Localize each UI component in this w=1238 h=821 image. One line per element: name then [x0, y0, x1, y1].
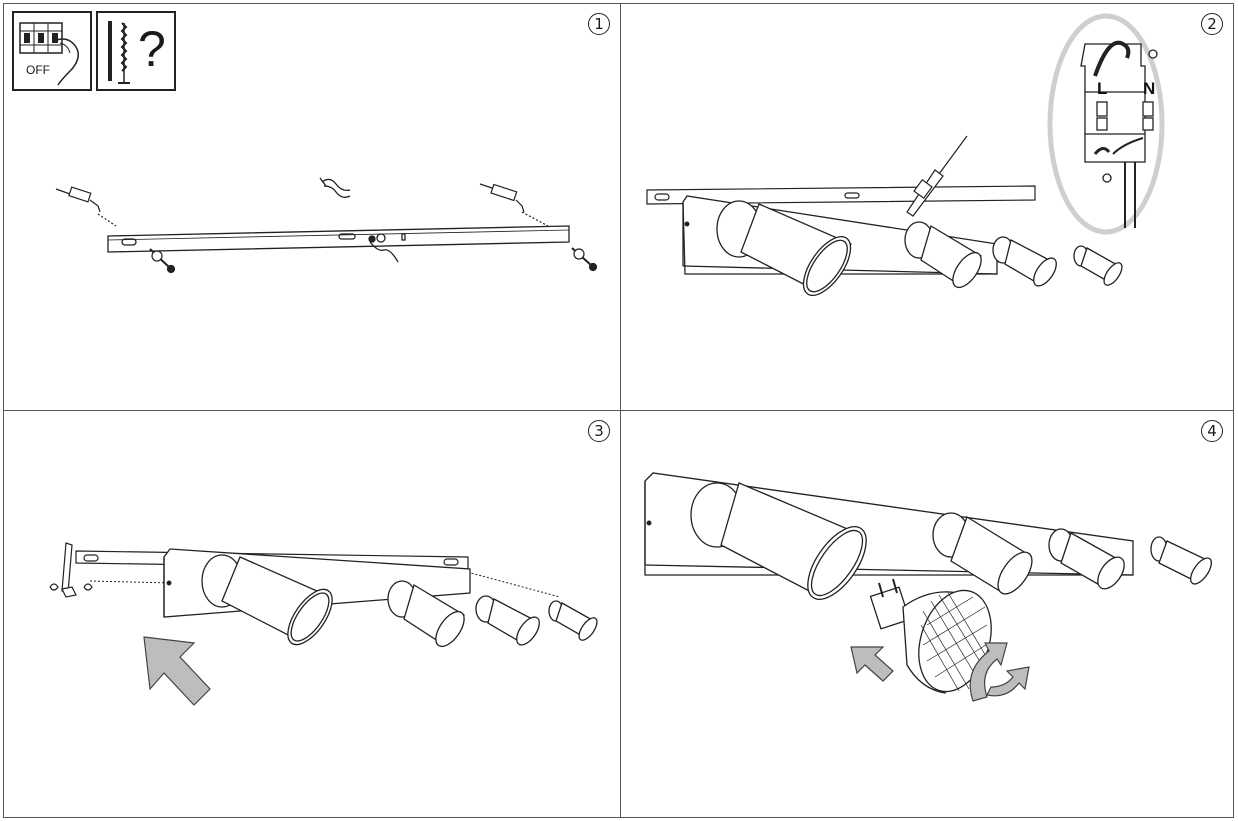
- mounting-bracket: [646, 185, 1036, 205]
- spotlight-3: [475, 595, 540, 646]
- live-label: L: [1097, 79, 1107, 98]
- rotate-direction-arrow: [969, 642, 1030, 702]
- mounting-bracket: [107, 225, 570, 263]
- step-3-panel: 3: [4, 411, 621, 817]
- step-2-drawing: L N: [646, 13, 1165, 296]
- step-number: 1: [588, 13, 610, 35]
- neutral-label: N: [1143, 79, 1155, 98]
- guide-line: [89, 580, 173, 584]
- instruction-sheet: 1 OFF ?: [3, 3, 1234, 818]
- spotlight-1: [201, 554, 333, 646]
- step-number: 2: [1201, 13, 1223, 35]
- power-off-icon: OFF: [12, 11, 92, 91]
- step-1-drawing: [55, 177, 598, 274]
- spotlight-4: [548, 600, 598, 641]
- step-2-panel: 2: [621, 4, 1233, 411]
- step-number: 4: [1201, 420, 1223, 442]
- spotlight-4: [1150, 536, 1212, 585]
- spotlight-2: [932, 512, 1033, 595]
- spotlight-3: [992, 236, 1057, 287]
- allen-key: [49, 542, 93, 598]
- spotlight-3: [1048, 528, 1125, 590]
- push-direction-arrow: [143, 636, 211, 706]
- spotlight-4: [1073, 245, 1123, 286]
- step-4-drawing: [644, 472, 1212, 702]
- spotlight-2: [387, 580, 465, 648]
- step-4-panel: 4: [621, 411, 1233, 817]
- insert-direction-arrow: [850, 646, 894, 682]
- terminal-block: [1080, 40, 1158, 228]
- left-screw: [55, 186, 176, 274]
- right-screw: [479, 183, 598, 272]
- supply-cable: [319, 177, 351, 198]
- drill-and-plug-icon: [108, 21, 130, 84]
- step-3-drawing: [49, 542, 598, 706]
- guide-line: [455, 568, 561, 598]
- spotlight-1: [716, 200, 852, 296]
- wall-check-icon: ?: [96, 11, 176, 91]
- screwdriver: [906, 135, 968, 217]
- off-label: OFF: [26, 63, 50, 77]
- circuit-breaker-icon: [19, 22, 79, 86]
- gu10-bulb: [869, 578, 992, 694]
- spotlight-1: [690, 482, 867, 600]
- spotlight-2: [904, 221, 982, 289]
- step-1-panel: 1 OFF ?: [4, 4, 621, 411]
- question-mark: ?: [138, 21, 166, 77]
- step-number: 3: [588, 420, 610, 442]
